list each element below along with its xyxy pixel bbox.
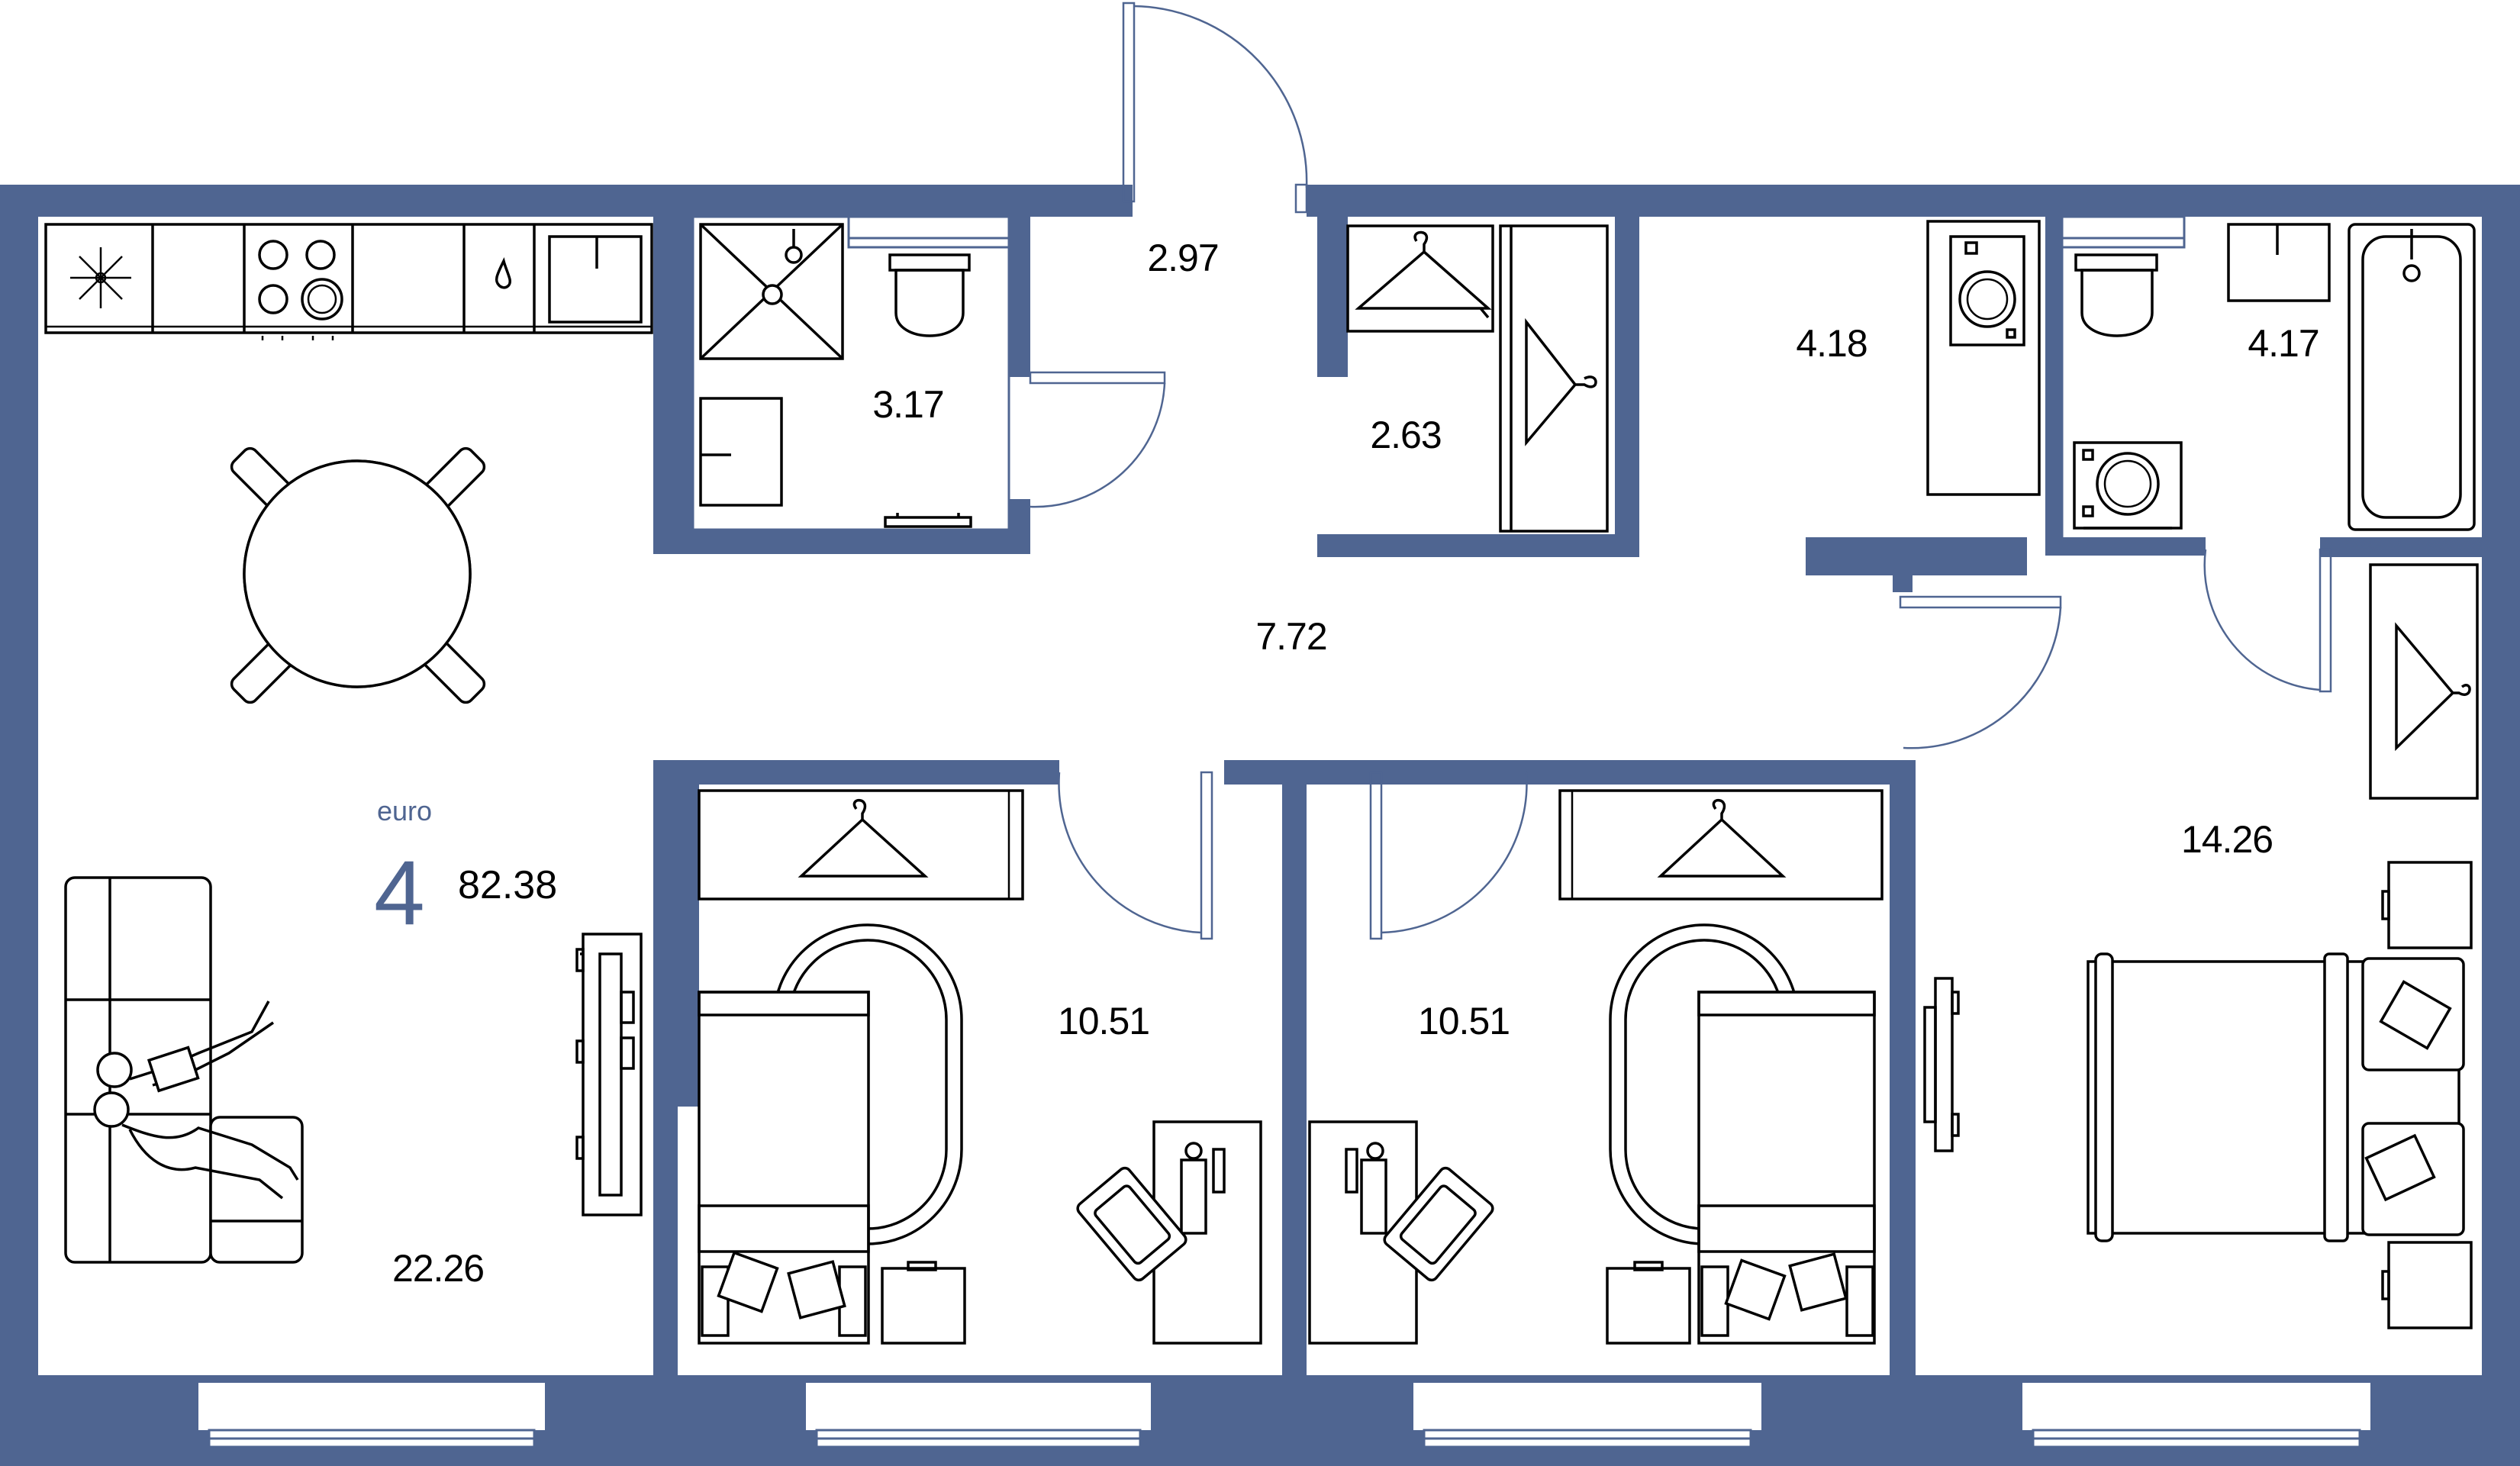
- armchair-icon: [1076, 1166, 1187, 1282]
- area-wardrobe: 2.63: [1370, 414, 1442, 456]
- armchair-icon: [1383, 1166, 1494, 1282]
- bedroom-2-furniture: [1308, 789, 1884, 1345]
- hanger-icon: [1657, 798, 1787, 878]
- area-entrance: 2.97: [1147, 237, 1219, 279]
- area-living-kitchen: 22.26: [392, 1247, 485, 1290]
- tv-icon: [575, 933, 643, 1216]
- dining-table-icon: [230, 446, 486, 704]
- hanger-icon: [798, 798, 929, 878]
- area-shower-room: 3.17: [872, 383, 944, 426]
- interior-walls: [653, 217, 2482, 1375]
- person-icon: [93, 1000, 299, 1200]
- cooktop-icon: [258, 240, 343, 340]
- bed-icon: [698, 923, 963, 1345]
- sink-icon: [548, 235, 643, 324]
- shower-icon: [699, 223, 844, 360]
- sofa-icon: [64, 876, 304, 1264]
- fridge-icon: [70, 247, 131, 308]
- bed-icon: [2087, 952, 2465, 1242]
- area-bathroom: 4.17: [2248, 322, 2319, 365]
- area-bedroom-1: 10.51: [1057, 1000, 1150, 1042]
- toilet-icon: [888, 253, 971, 337]
- hanger-icon: [1525, 317, 1597, 446]
- tv-icon: [1923, 977, 1960, 1152]
- sink-icon: [2227, 223, 2331, 302]
- towel-rail: [884, 513, 972, 528]
- area-laundry: 4.18: [1796, 322, 1867, 365]
- master-bedroom-furniture: [1923, 563, 2479, 1329]
- washing-machine-icon: [1926, 220, 2041, 496]
- bed-icon: [1609, 923, 1876, 1345]
- hanger-icon: [1355, 230, 1492, 319]
- windows: [198, 1383, 2370, 1448]
- apartment-type-label: euro: [377, 795, 433, 826]
- bathroom: [2061, 215, 2186, 537]
- hanger-icon: [2395, 622, 2471, 752]
- total-area: 82.38: [458, 863, 558, 907]
- sink-icon: [699, 397, 783, 507]
- area-master-bedroom: 14.26: [2180, 818, 2273, 861]
- shower-room: [691, 215, 1010, 531]
- area-hallway: 7.72: [1255, 615, 1327, 658]
- bedroom-1-furniture: [698, 789, 1262, 1345]
- bathtub-icon: [2348, 223, 2476, 531]
- rooms-count: 4: [374, 842, 425, 944]
- toilet-icon: [2074, 253, 2158, 337]
- water-drop-icon: [495, 256, 511, 289]
- washing-machine-icon: [2073, 441, 2183, 530]
- doors: [1029, 2, 2332, 940]
- area-bedroom-2: 10.51: [1417, 1000, 1510, 1042]
- wardrobe-room: [1346, 224, 1609, 533]
- desk-icon: [1152, 1120, 1262, 1345]
- kitchen-counter: [44, 223, 653, 334]
